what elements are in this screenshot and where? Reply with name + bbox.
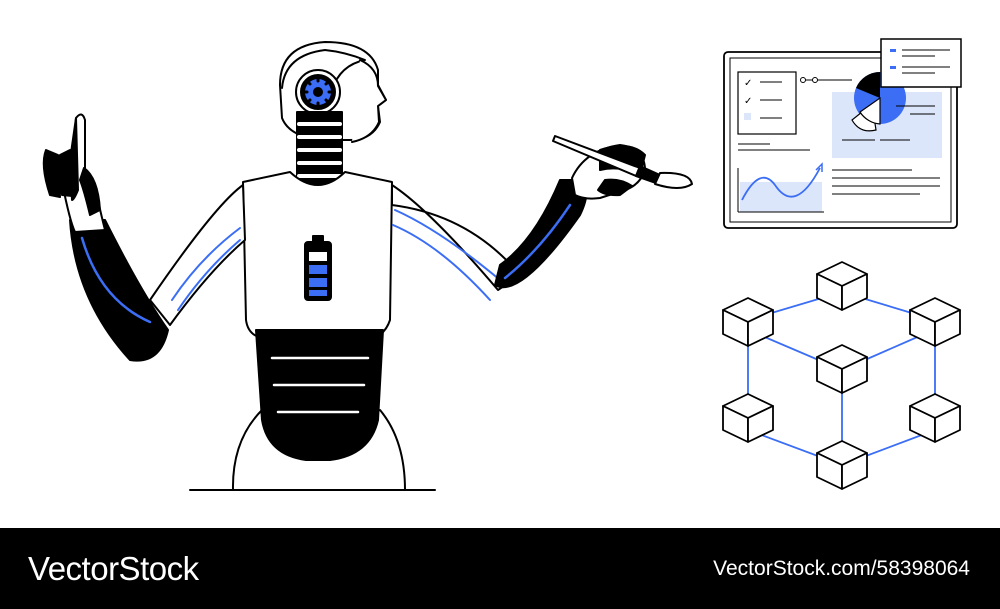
- cube-icon: [909, 393, 961, 443]
- cube-network-icon: [722, 261, 961, 490]
- footer-bar: VectorStock VectorStock.com/58398064: [0, 528, 1000, 609]
- cube-icon: [909, 297, 961, 347]
- cube-icon: [816, 440, 868, 490]
- dashboard-window: ✓ ✓: [723, 38, 962, 229]
- brand-logo: VectorStock: [28, 549, 199, 587]
- cube-icon: [722, 297, 774, 347]
- illustration: ✓ ✓: [42, 38, 962, 491]
- line-chart-icon: [737, 162, 824, 213]
- checklist-icon: ✓ ✓: [737, 71, 797, 135]
- svg-text:✓: ✓: [744, 96, 752, 107]
- battery-icon: [304, 235, 332, 301]
- gear-icon: [295, 69, 341, 115]
- image-id-text: VectorStock.com/58398064: [713, 556, 970, 580]
- cube-icon: [816, 261, 868, 311]
- cube-icon: [722, 393, 774, 443]
- svg-text:✓: ✓: [744, 78, 752, 89]
- robot-figure: [42, 41, 646, 491]
- paintbrush-icon: [552, 135, 693, 189]
- cube-icon: [816, 344, 868, 394]
